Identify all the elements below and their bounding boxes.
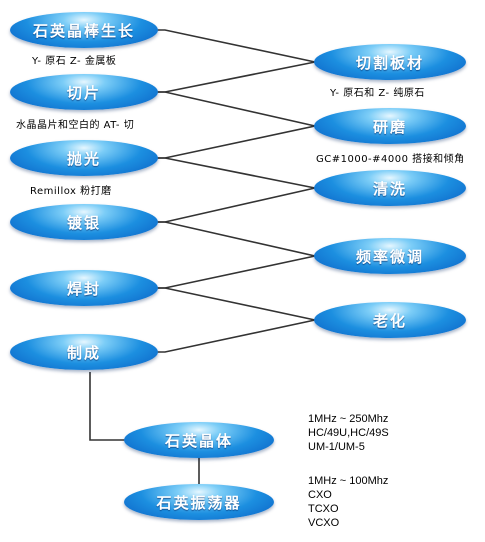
step-note: Y- 原石和 Z- 纯原石 [330, 88, 425, 99]
product-label: 石英振荡器 [156, 493, 242, 512]
step-finished: 制成 [10, 334, 158, 370]
step-grinding: 研磨 [314, 108, 466, 144]
connector-cutting-to-slicing [155, 61, 316, 93]
step-label: 抛光 [66, 149, 101, 168]
step-label: 研磨 [372, 117, 407, 136]
spec-line: HC/49U,HC/49S [308, 427, 389, 439]
step-cleaning: 清洗 [314, 170, 466, 206]
step-crystal-growth: 石英晶棒生长 [10, 12, 158, 48]
product-specs: 1MHz ~ 250Mhz HC/49U,HC/49S UM-1/UM-5 [308, 412, 389, 454]
spec-line: TCXO [308, 503, 339, 515]
step-label: 镀银 [66, 213, 101, 232]
connector-finish-to-crystal [89, 372, 130, 441]
spec-line: 1MHz ~ 250Mhz [308, 413, 389, 425]
step-note: 水晶晶片和空白的 AT- 切 [16, 120, 135, 131]
connector-aging-to-finish [155, 319, 316, 353]
step-frequency-trimming: 频率微调 [314, 238, 466, 274]
step-note: Remillox 粉打磨 [30, 186, 112, 197]
step-label: 制成 [66, 343, 101, 362]
step-label: 切片 [66, 83, 101, 102]
connector-trimming-to-sealing [155, 255, 316, 289]
product-specs: 1MHz ~ 100Mhz CXO TCXO VCXO [308, 474, 388, 530]
connector-plating-to-trimming [155, 221, 316, 257]
connector-grinding-to-polishing [155, 125, 316, 159]
step-label: 清洗 [372, 179, 407, 198]
spec-line: CXO [308, 489, 332, 501]
step-aging: 老化 [314, 302, 466, 338]
step-label: 切割板材 [355, 53, 424, 72]
connector-sealing-to-aging [155, 287, 316, 321]
step-polishing: 抛光 [10, 140, 158, 176]
step-plate-cutting: 切割板材 [314, 44, 466, 80]
spec-line: UM-1/UM-5 [308, 441, 365, 453]
step-sealing: 焊封 [10, 270, 158, 306]
product-quartz-oscillator: 石英振荡器 [124, 484, 274, 520]
product-label: 石英晶体 [164, 431, 233, 450]
connector-cleaning-to-plating [155, 187, 316, 223]
connector-polishing-to-cleaning [155, 157, 316, 189]
connector-growth-to-cutting [155, 29, 316, 63]
spec-line: VCXO [308, 517, 340, 529]
step-silver-plating: 镀银 [10, 204, 158, 240]
step-label: 老化 [372, 311, 407, 330]
step-note: Y- 原石 Z- 金属板 [32, 56, 117, 67]
connector-slicing-to-grinding [155, 91, 316, 127]
spec-line: 1MHz ~ 100Mhz [308, 475, 389, 487]
step-slicing: 切片 [10, 74, 158, 110]
step-label: 焊封 [66, 279, 101, 298]
step-label: 频率微调 [355, 247, 424, 266]
product-quartz-crystal: 石英晶体 [124, 422, 274, 458]
step-note: GC#1000-#4000 搭接和倾角 [316, 154, 465, 165]
step-label: 石英晶棒生长 [32, 21, 135, 40]
